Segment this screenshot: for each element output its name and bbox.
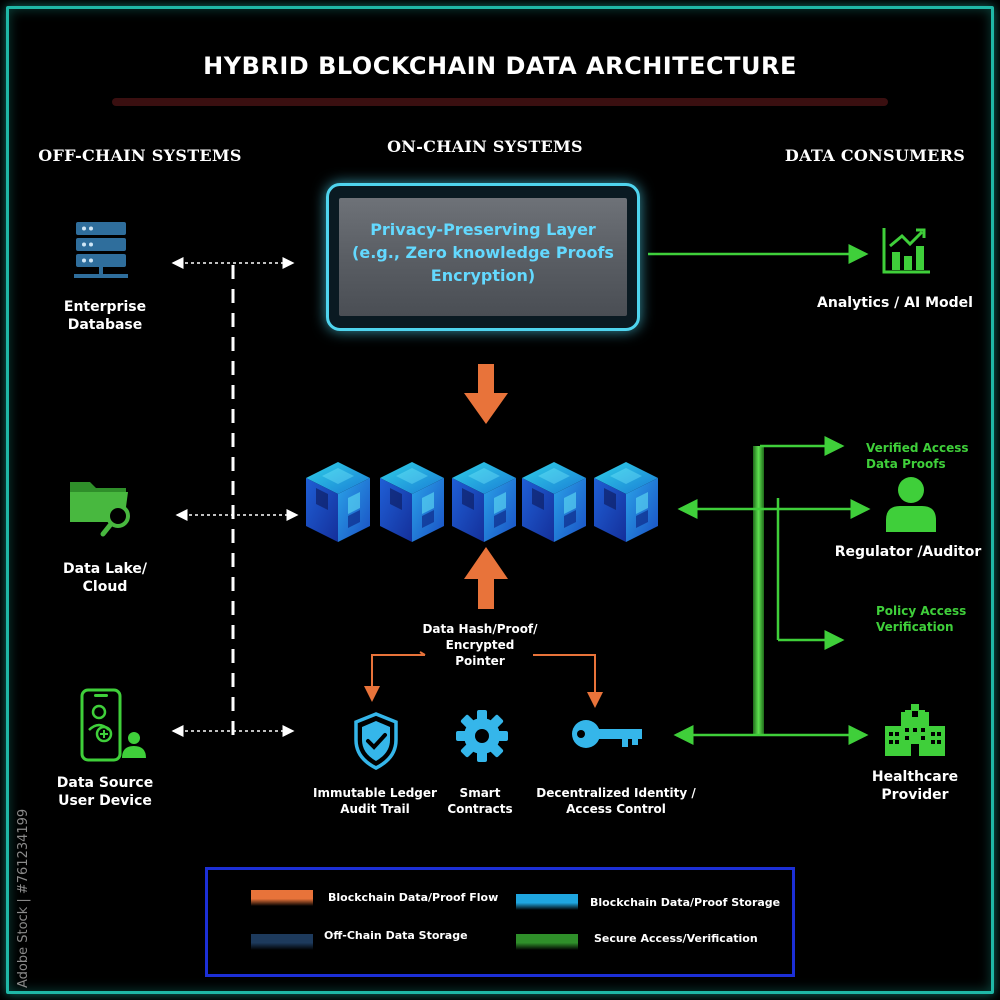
shield-check-icon — [354, 712, 398, 770]
stock-watermark: Adobe Stock | #761234199 — [16, 809, 31, 988]
legend-swatch-secure — [516, 934, 578, 950]
legend-label-proof-storage: Blockchain Data/Proof Storage — [590, 896, 781, 909]
legend-label-offchain: Off-Chain Data Storage — [324, 929, 468, 942]
privacy-layer-box: Privacy-Preserving Layer (e.g., Zero kno… — [326, 183, 640, 331]
block-5 — [594, 462, 658, 542]
database-server-icon — [74, 222, 128, 278]
ledger-label: Immutable Ledger Audit Trail — [313, 786, 437, 816]
orange-hash-ledger — [364, 654, 425, 702]
orange-hash-identity — [533, 654, 603, 708]
page-title: HYBRID BLOCKCHAIN DATA ARCHITECTURE — [203, 52, 797, 80]
legend-swatch-proof-flow — [251, 890, 313, 906]
block-4 — [522, 462, 586, 542]
gear-icon — [456, 710, 508, 762]
data-lake-label: Data Lake/ Cloud — [63, 561, 147, 595]
consumers-heading: DATA CONSUMERS — [784, 146, 966, 165]
analytics-label: Analytics / AI Model — [817, 295, 973, 311]
key-icon — [572, 720, 642, 748]
orange-up-arrow — [464, 547, 508, 609]
block-1 — [306, 462, 370, 542]
title-underline — [112, 98, 888, 106]
legend-label-proof-flow: Blockchain Data/Proof Flow — [328, 891, 499, 904]
outer-frame — [6, 6, 994, 994]
privacy-layer-text: Privacy-Preserving Layer (e.g., Zero kno… — [352, 220, 614, 285]
data-hash-label: Data Hash/Proof/ Encrypted Pointer — [422, 622, 538, 668]
green-access-bus — [753, 446, 764, 736]
analytics-chart-icon — [882, 228, 930, 274]
person-icon — [886, 477, 936, 532]
blockchain-blocks — [306, 462, 658, 542]
on-chain-heading: ON-CHAIN SYSTEMS — [387, 137, 583, 156]
legend-swatch-offchain — [251, 934, 313, 950]
block-2 — [380, 462, 444, 542]
identity-label: Decentralized Identity / Access Control — [536, 786, 696, 816]
orange-down-arrow — [464, 364, 508, 424]
policy-access-label: Policy Access Verification — [876, 604, 967, 634]
user-device-icon — [80, 688, 146, 762]
smart-contracts-label: Smart Contracts — [447, 786, 513, 816]
folder-search-icon — [70, 482, 130, 537]
user-device-label: Data Source User Device — [56, 775, 154, 809]
enterprise-db-label: Enterprise Database — [63, 299, 147, 333]
block-3 — [452, 462, 516, 542]
healthcare-label: Healthcare Provider — [871, 769, 959, 803]
legend-swatch-proof-storage — [516, 894, 578, 910]
hospital-icon — [885, 704, 945, 756]
regulator-label: Regulator /Auditor — [834, 544, 982, 560]
verified-access-label: Verified Access Data Proofs — [866, 441, 969, 471]
legend: Blockchain Data/Proof Flow Blockchain Da… — [205, 867, 795, 977]
off-chain-heading: OFF-CHAIN SYSTEMS — [38, 146, 242, 165]
svg-text:Adobe Stock | #761234199: Adobe Stock | #761234199 — [16, 809, 31, 988]
legend-label-secure: Secure Access/Verification — [594, 932, 758, 945]
